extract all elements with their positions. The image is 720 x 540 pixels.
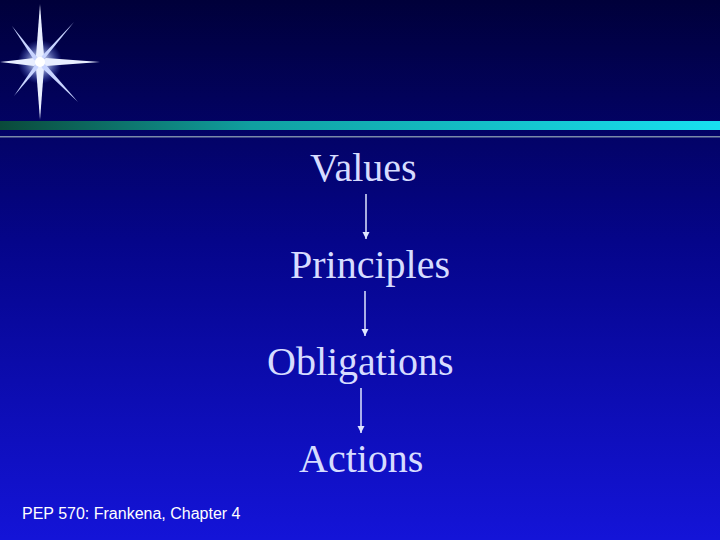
concept-node: Principles bbox=[284, 241, 456, 289]
concept-node: Values bbox=[304, 144, 423, 192]
flow-arrow bbox=[362, 291, 369, 336]
header-bar bbox=[0, 121, 720, 130]
concept-node: Obligations bbox=[261, 338, 460, 386]
footer-note: PEP 570: Frankena, Chapter 4 bbox=[22, 505, 241, 523]
flow-arrow bbox=[363, 194, 370, 239]
starburst bbox=[0, 4, 100, 120]
concept-node: Actions bbox=[293, 435, 429, 483]
concept-label: Principles bbox=[290, 243, 450, 287]
concept-label: Values bbox=[310, 146, 417, 190]
flow-arrow bbox=[358, 388, 365, 433]
concept-label: Obligations bbox=[267, 340, 454, 384]
header-rule bbox=[0, 136, 720, 138]
concept-label: Actions bbox=[299, 437, 423, 481]
